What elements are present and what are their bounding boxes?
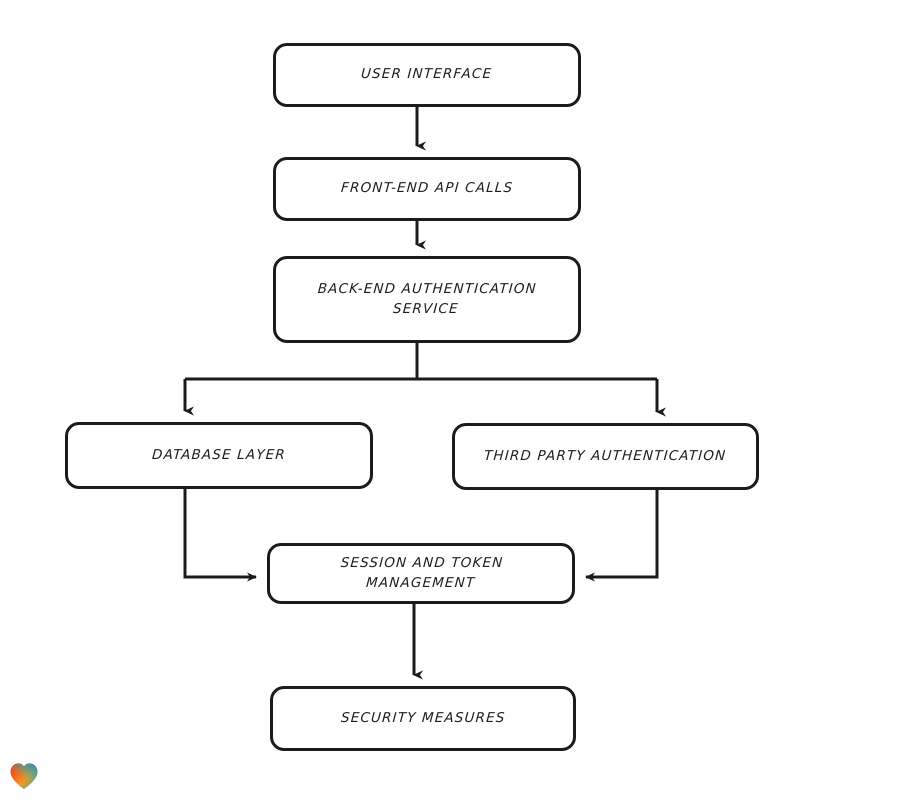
node-label-security-measures: Security Measures bbox=[340, 709, 506, 726]
node-database-layer[interactable]: Database Layer bbox=[65, 422, 373, 489]
node-label-session-and-token-management: Session and Token Management bbox=[339, 554, 504, 591]
node-security-measures[interactable]: Security Measures bbox=[270, 686, 576, 751]
node-session-and-token-management[interactable]: Session and Token Management bbox=[267, 543, 575, 604]
heart-icon bbox=[10, 763, 38, 790]
edge-third-party-auth-to-session-token bbox=[585, 490, 659, 582]
node-label-third-party-authentication: Third Party Authentication bbox=[483, 447, 728, 464]
node-backend-authentication-service[interactable]: Back-End Authentication Service bbox=[273, 256, 581, 343]
node-user-interface[interactable]: User Interface bbox=[273, 43, 581, 107]
node-third-party-authentication[interactable]: Third Party Authentication bbox=[452, 423, 759, 490]
node-label-user-interface: User Interface bbox=[360, 66, 494, 83]
node-frontend-api-calls[interactable]: Front-End API Calls bbox=[273, 157, 581, 221]
node-label-database-layer: Database Layer bbox=[151, 446, 287, 463]
node-label-frontend-api-calls: Front-End API Calls bbox=[340, 180, 514, 197]
edge-database-layer-to-session-token bbox=[183, 489, 257, 582]
node-label-backend-authentication-service: Back-End Authentication Service bbox=[317, 280, 538, 317]
